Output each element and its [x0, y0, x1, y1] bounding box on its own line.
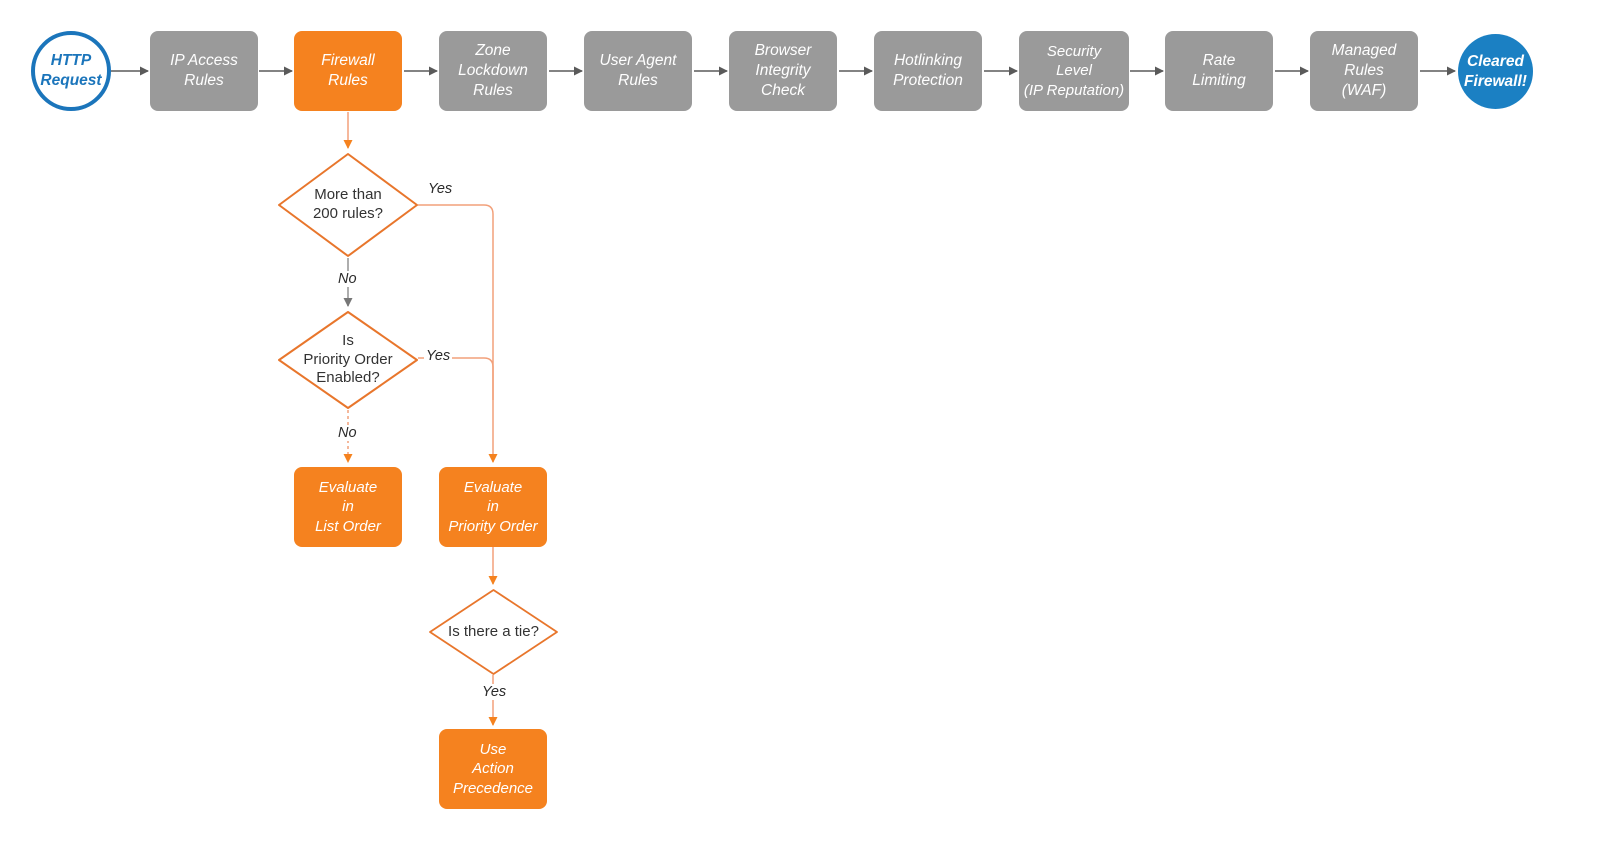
node-label: Hotlinking Protection	[893, 52, 963, 89]
edge-label-more-than-200-no: No	[336, 271, 359, 287]
node-cleared-firewall[interactable]: Cleared Firewall!	[1458, 34, 1533, 109]
edge-label-tie-yes: Yes	[480, 684, 509, 700]
decision-is-there-a-tie[interactable]: Is there a tie?	[428, 588, 559, 676]
node-firewall-rules[interactable]: Firewall Rules	[294, 31, 402, 111]
node-label: Browser Integrity Check	[754, 42, 812, 99]
decision-more-than-200-rules[interactable]: More than 200 rules?	[277, 152, 419, 258]
node-label: Zone Lockdown Rules	[458, 42, 528, 99]
node-http-request[interactable]: HTTP Request	[31, 31, 111, 111]
node-evaluate-in-list-order[interactable]: Evaluate in List Order	[294, 467, 402, 547]
node-label: Evaluate in List Order	[315, 479, 381, 535]
node-use-action-precedence[interactable]: Use Action Precedence	[439, 729, 547, 809]
branch-decision2-yes	[418, 357, 494, 400]
node-rate-limiting[interactable]: Rate Limiting	[1165, 31, 1273, 111]
node-security-level[interactable]: Security Level (IP Reputation)	[1019, 31, 1129, 111]
decision-label: Is Priority Order Enabled?	[303, 331, 393, 387]
diamond-shape	[429, 589, 558, 675]
node-label: Cleared Firewall!	[1464, 52, 1527, 90]
node-label: HTTP Request	[40, 52, 102, 89]
node-evaluate-in-priority-order[interactable]: Evaluate in Priority Order	[439, 467, 547, 547]
node-browser-integrity-check[interactable]: Browser Integrity Check	[729, 31, 837, 111]
node-label: IP Access Rules	[170, 52, 238, 89]
decision-label: Is there a tie?	[448, 622, 539, 640]
node-label: Managed Rules (WAF)	[1331, 42, 1397, 99]
diamond-shape	[278, 311, 418, 409]
node-ip-access-rules[interactable]: IP Access Rules	[150, 31, 258, 111]
node-label: Security Level (IP Reputation)	[1023, 43, 1125, 99]
decision-label: More than 200 rules?	[312, 186, 384, 222]
node-label: Rate Limiting	[1192, 52, 1246, 89]
diamond-shape	[278, 153, 418, 257]
node-label: Use Action Precedence	[452, 741, 534, 797]
decision-is-priority-order-enabled[interactable]: Is Priority Order Enabled?	[277, 310, 419, 410]
node-zone-lockdown-rules[interactable]: Zone Lockdown Rules	[439, 31, 547, 111]
node-label: Evaluate in Priority Order	[448, 479, 538, 535]
node-hotlinking-protection[interactable]: Hotlinking Protection	[874, 31, 982, 111]
node-label: Firewall Rules	[321, 52, 375, 89]
edge-label-more-than-200-yes: Yes	[426, 181, 455, 197]
edge-label-priority-order-yes: Yes	[424, 348, 453, 364]
node-managed-rules-waf[interactable]: Managed Rules (WAF)	[1310, 31, 1418, 111]
edge-label-priority-order-no: No	[336, 425, 359, 441]
branch-decision1-yes	[418, 204, 498, 463]
node-label: User Agent Rules	[599, 52, 677, 89]
node-user-agent-rules[interactable]: User Agent Rules	[584, 31, 692, 111]
